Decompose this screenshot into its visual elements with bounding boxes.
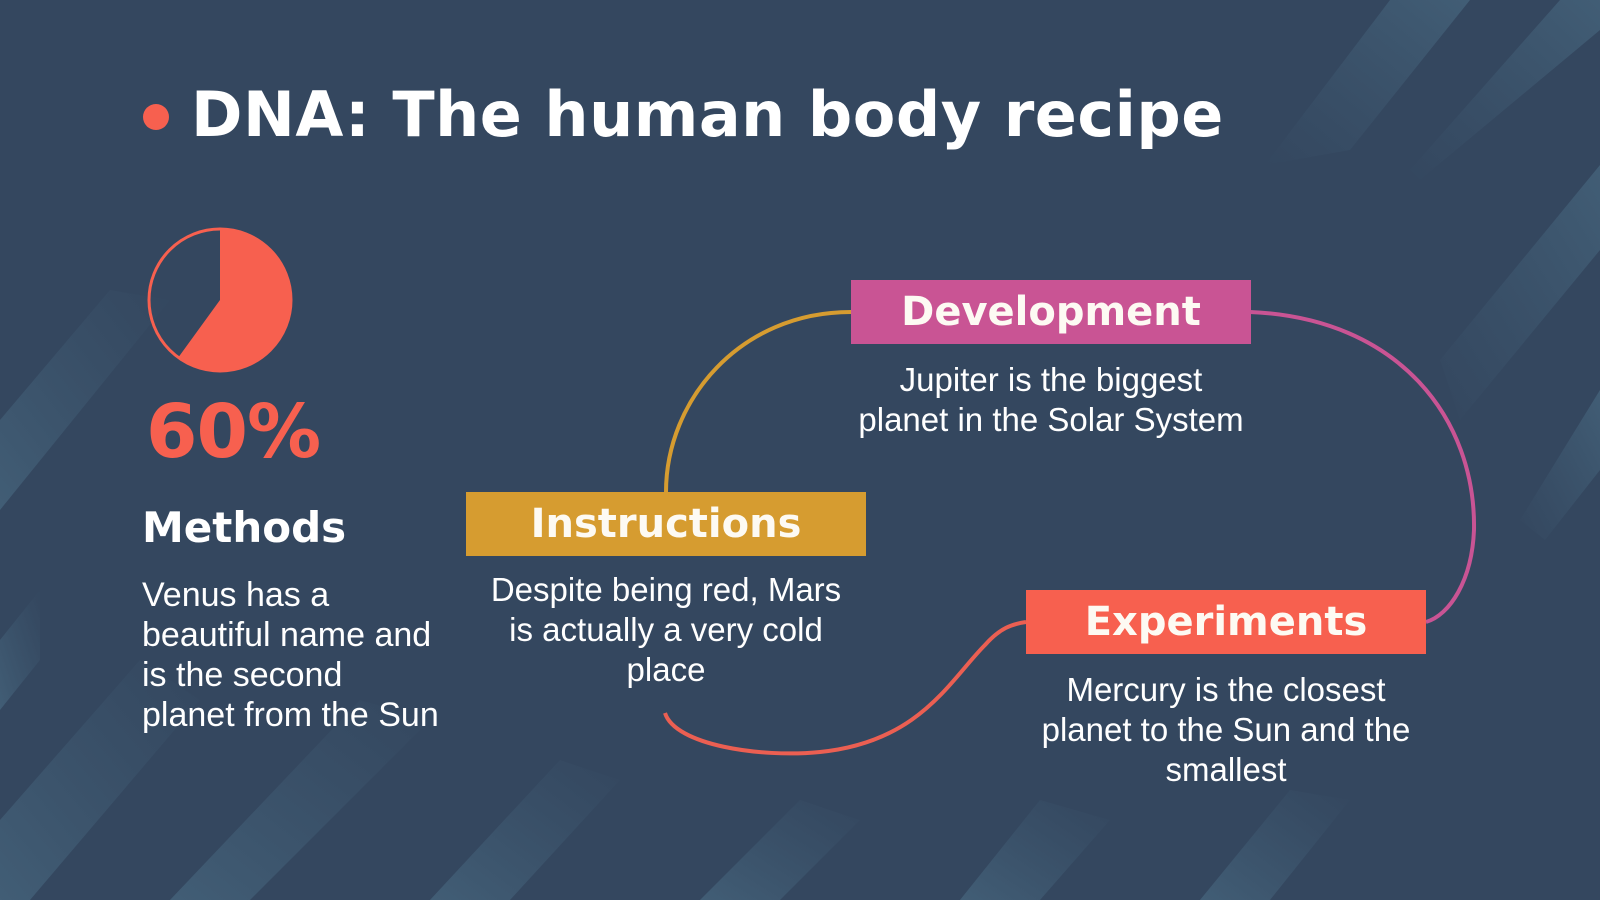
stage-description-instructions: Despite being red, Mars is actually a ve… (490, 571, 842, 688)
pie-chart-icon (147, 227, 293, 373)
methods-heading: Methods (142, 503, 347, 552)
connector-development-experiments (1249, 310, 1477, 624)
percentage-value: 60% (146, 389, 321, 475)
methods-description: Venus has a beautiful name and is the se… (142, 576, 439, 734)
slide-title: DNA: The human body recipe (191, 78, 1224, 151)
stage-label-text: Instructions (530, 501, 802, 547)
connector-instructions-development (664, 310, 852, 493)
stage-description-experiments: Mercury is the closest planet to the Sun… (1041, 671, 1411, 788)
stage-label-experiments: Experiments (1026, 590, 1426, 654)
connector-instructions-experiments (663, 620, 1027, 756)
title-row: DNA: The human body recipe (143, 78, 1224, 151)
stage-label-instructions: Instructions (466, 492, 866, 556)
stage-label-text: Development (901, 289, 1201, 335)
stage-description-development: Jupiter is the biggest planet in the Sol… (858, 361, 1244, 438)
stage-label-text: Experiments (1084, 599, 1368, 645)
bullet-dot-icon (143, 103, 169, 130)
stage-label-development: Development (851, 280, 1251, 344)
